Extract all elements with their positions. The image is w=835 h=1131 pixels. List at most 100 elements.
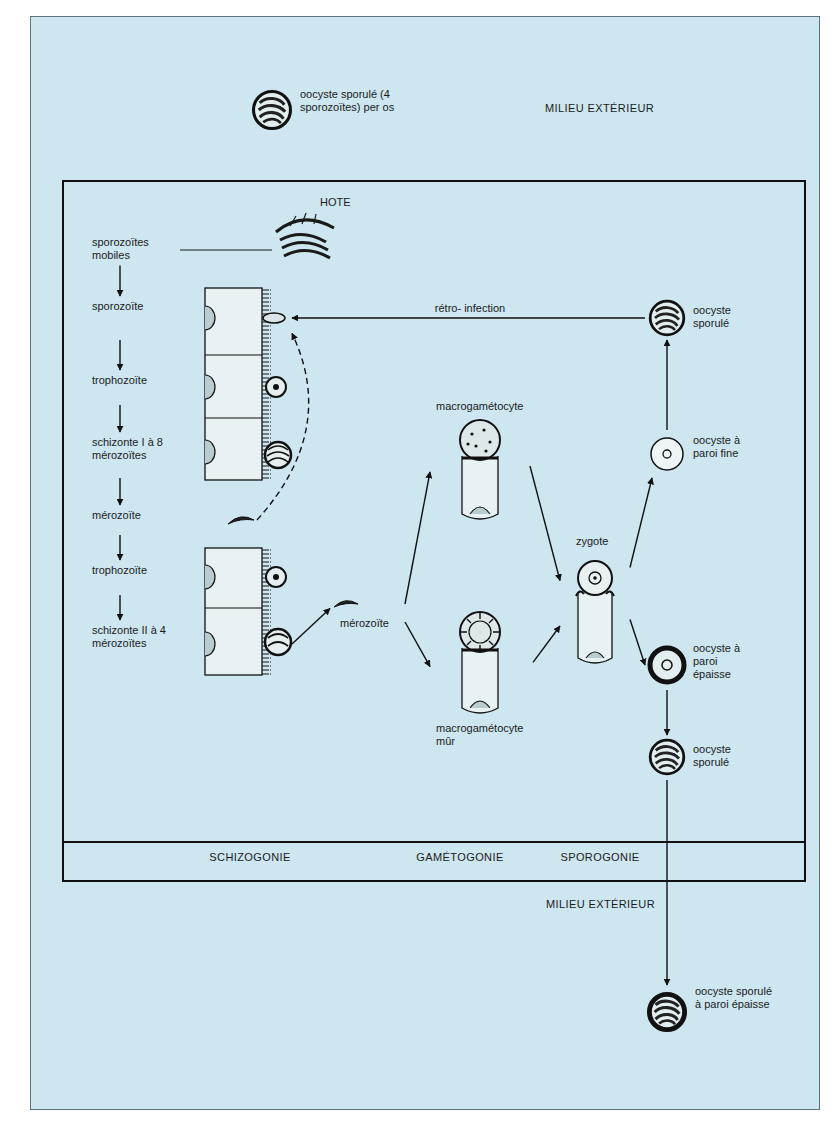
flow-arrow [119,340,120,370]
enterocyte-column [205,548,262,675]
enterocyte-column [205,440,215,464]
macrogametocyte-cell [470,432,473,435]
mature-macrogametocyte-cell [460,612,500,713]
mature-macrogametocyte-cell [462,649,498,652]
stage-text: mérozoïte [92,509,141,522]
enterocyte-column [205,417,262,418]
gametocyte-node: macrogamétocyte mûr [430,610,533,751]
flow-arrow [292,317,645,318]
enterocyte-column [205,288,271,675]
parasite-stages [228,313,291,655]
host-frame: HOTE sporozoïtes mobiles sporozoïte trophoz… [62,180,806,882]
flow-arrow [119,595,120,620]
stage-text: oocyste sporulé [693,743,755,769]
free-merozoite [334,601,358,607]
parasite-stages [266,377,286,397]
zygote-cell [589,572,601,584]
oocysts [649,301,684,1029]
flow-arrow [630,620,645,666]
stage-text: oocyste sporulé (4 sporozoïtes) per os [300,88,400,114]
stage-text: oocyste sporulé à paroi épaisse [695,985,775,1011]
phase-label: SPOROGONIE [560,851,639,864]
mobile-sporozoites [282,242,328,250]
stage-text: oocyste sporulé [693,304,755,330]
flow-arrow [119,265,120,296]
macrogametocyte-cell [470,507,490,514]
stage-label: trophozoïte [92,560,292,595]
oocysts [662,660,672,670]
flow-arrow [666,690,667,735]
parasite-stages [228,517,254,524]
oocyst-node: oocyste sporulé [645,735,775,780]
parasite-stages [273,574,279,580]
phase-label: GAMÉTOGONIE [416,851,503,864]
stage-label: schizonte I à 8 mérozoïtes [92,432,292,478]
parasite-stages [267,446,289,462]
stage-text: sporozoïte [92,300,143,313]
flow-arrow [119,535,120,560]
enterocyte-column [205,565,215,589]
oocysts [649,994,684,1029]
flow-arrow [405,622,430,667]
flow-arrow [530,466,560,581]
flow-arrow [119,478,120,505]
parasite-stages [273,384,279,390]
mobile-sporozoites [276,213,334,258]
gametocyte-node: macrogamétocyte [430,400,530,520]
background-panel [30,16,820,1110]
stage-text: mérozoïte [340,617,389,630]
macrogametocyte-cell [484,449,487,452]
merozoite-node: mérozoïte [330,595,405,640]
flow-arrow [533,626,560,662]
mobile-sporozoites [284,250,330,258]
flow-arrow [119,405,120,432]
enterocyte-column [262,548,271,675]
parasite-stages [263,313,285,323]
dashed-arrow [257,333,309,520]
oocyst-node: oocyste à paroi épaisse [645,640,775,690]
region-label: MILIEU EXTÉRIEUR [546,898,655,911]
zygote-cell [593,576,597,580]
macrogametocyte-cell [466,442,469,445]
mature-macrogametocyte-cell [462,648,498,713]
macrogametocyte-cell [460,420,500,460]
stage-text: macrogamétocyte [436,400,523,413]
macrogametocyte-cell [488,440,491,443]
macrogametocyte-cell [462,456,498,519]
leader-line [180,249,272,250]
macrogametocyte-cell [460,420,500,519]
enterocyte-column [205,607,262,608]
zygote-cell [578,561,612,595]
stage-text: sporozoïtes mobiles [92,236,172,262]
oocyst-node: oocyste sporulé (4 sporozoïtes) per os [248,86,408,138]
enterocyte-column [205,375,215,399]
enterocyte-column [205,288,262,480]
free-merozoite [334,601,358,607]
mature-macrogametocyte-cell [460,612,500,652]
stage-text: HOTE [320,196,351,209]
mature-macrogametocyte-cell [469,621,491,643]
edge-label: rétro- infection [433,302,507,315]
macrogametocyte-cell [474,444,477,447]
stage-text: oocyste à paroi fine [693,434,755,460]
parasite-stages [266,567,286,587]
stage-label: sporozoïtes mobiles [92,236,176,265]
oocyst-per-os [254,92,291,129]
stage-label: mérozoïte [92,505,257,535]
stage-text: macrogamétocyte mûr [436,722,532,748]
flow-arrow [292,609,330,645]
oocyst-node: oocyste sporulé à paroi épaisse [645,985,795,1040]
oocysts [650,648,684,682]
macrogametocyte-cell [462,457,498,460]
flow-arrow [630,478,652,568]
oocysts [650,301,684,335]
mature-macrogametocyte-cell [461,613,499,651]
parasite-stages [265,442,291,468]
enterocyte-column [205,306,215,330]
stage-text: oocyste à paroi épaisse [693,642,743,682]
stage-text: schizonte I à 8 mérozoïtes [92,436,197,462]
oocysts [651,438,683,470]
mobile-sporozoites [276,220,334,232]
mobile-sporozoites [290,213,316,226]
oocyst-per-os [254,92,291,129]
